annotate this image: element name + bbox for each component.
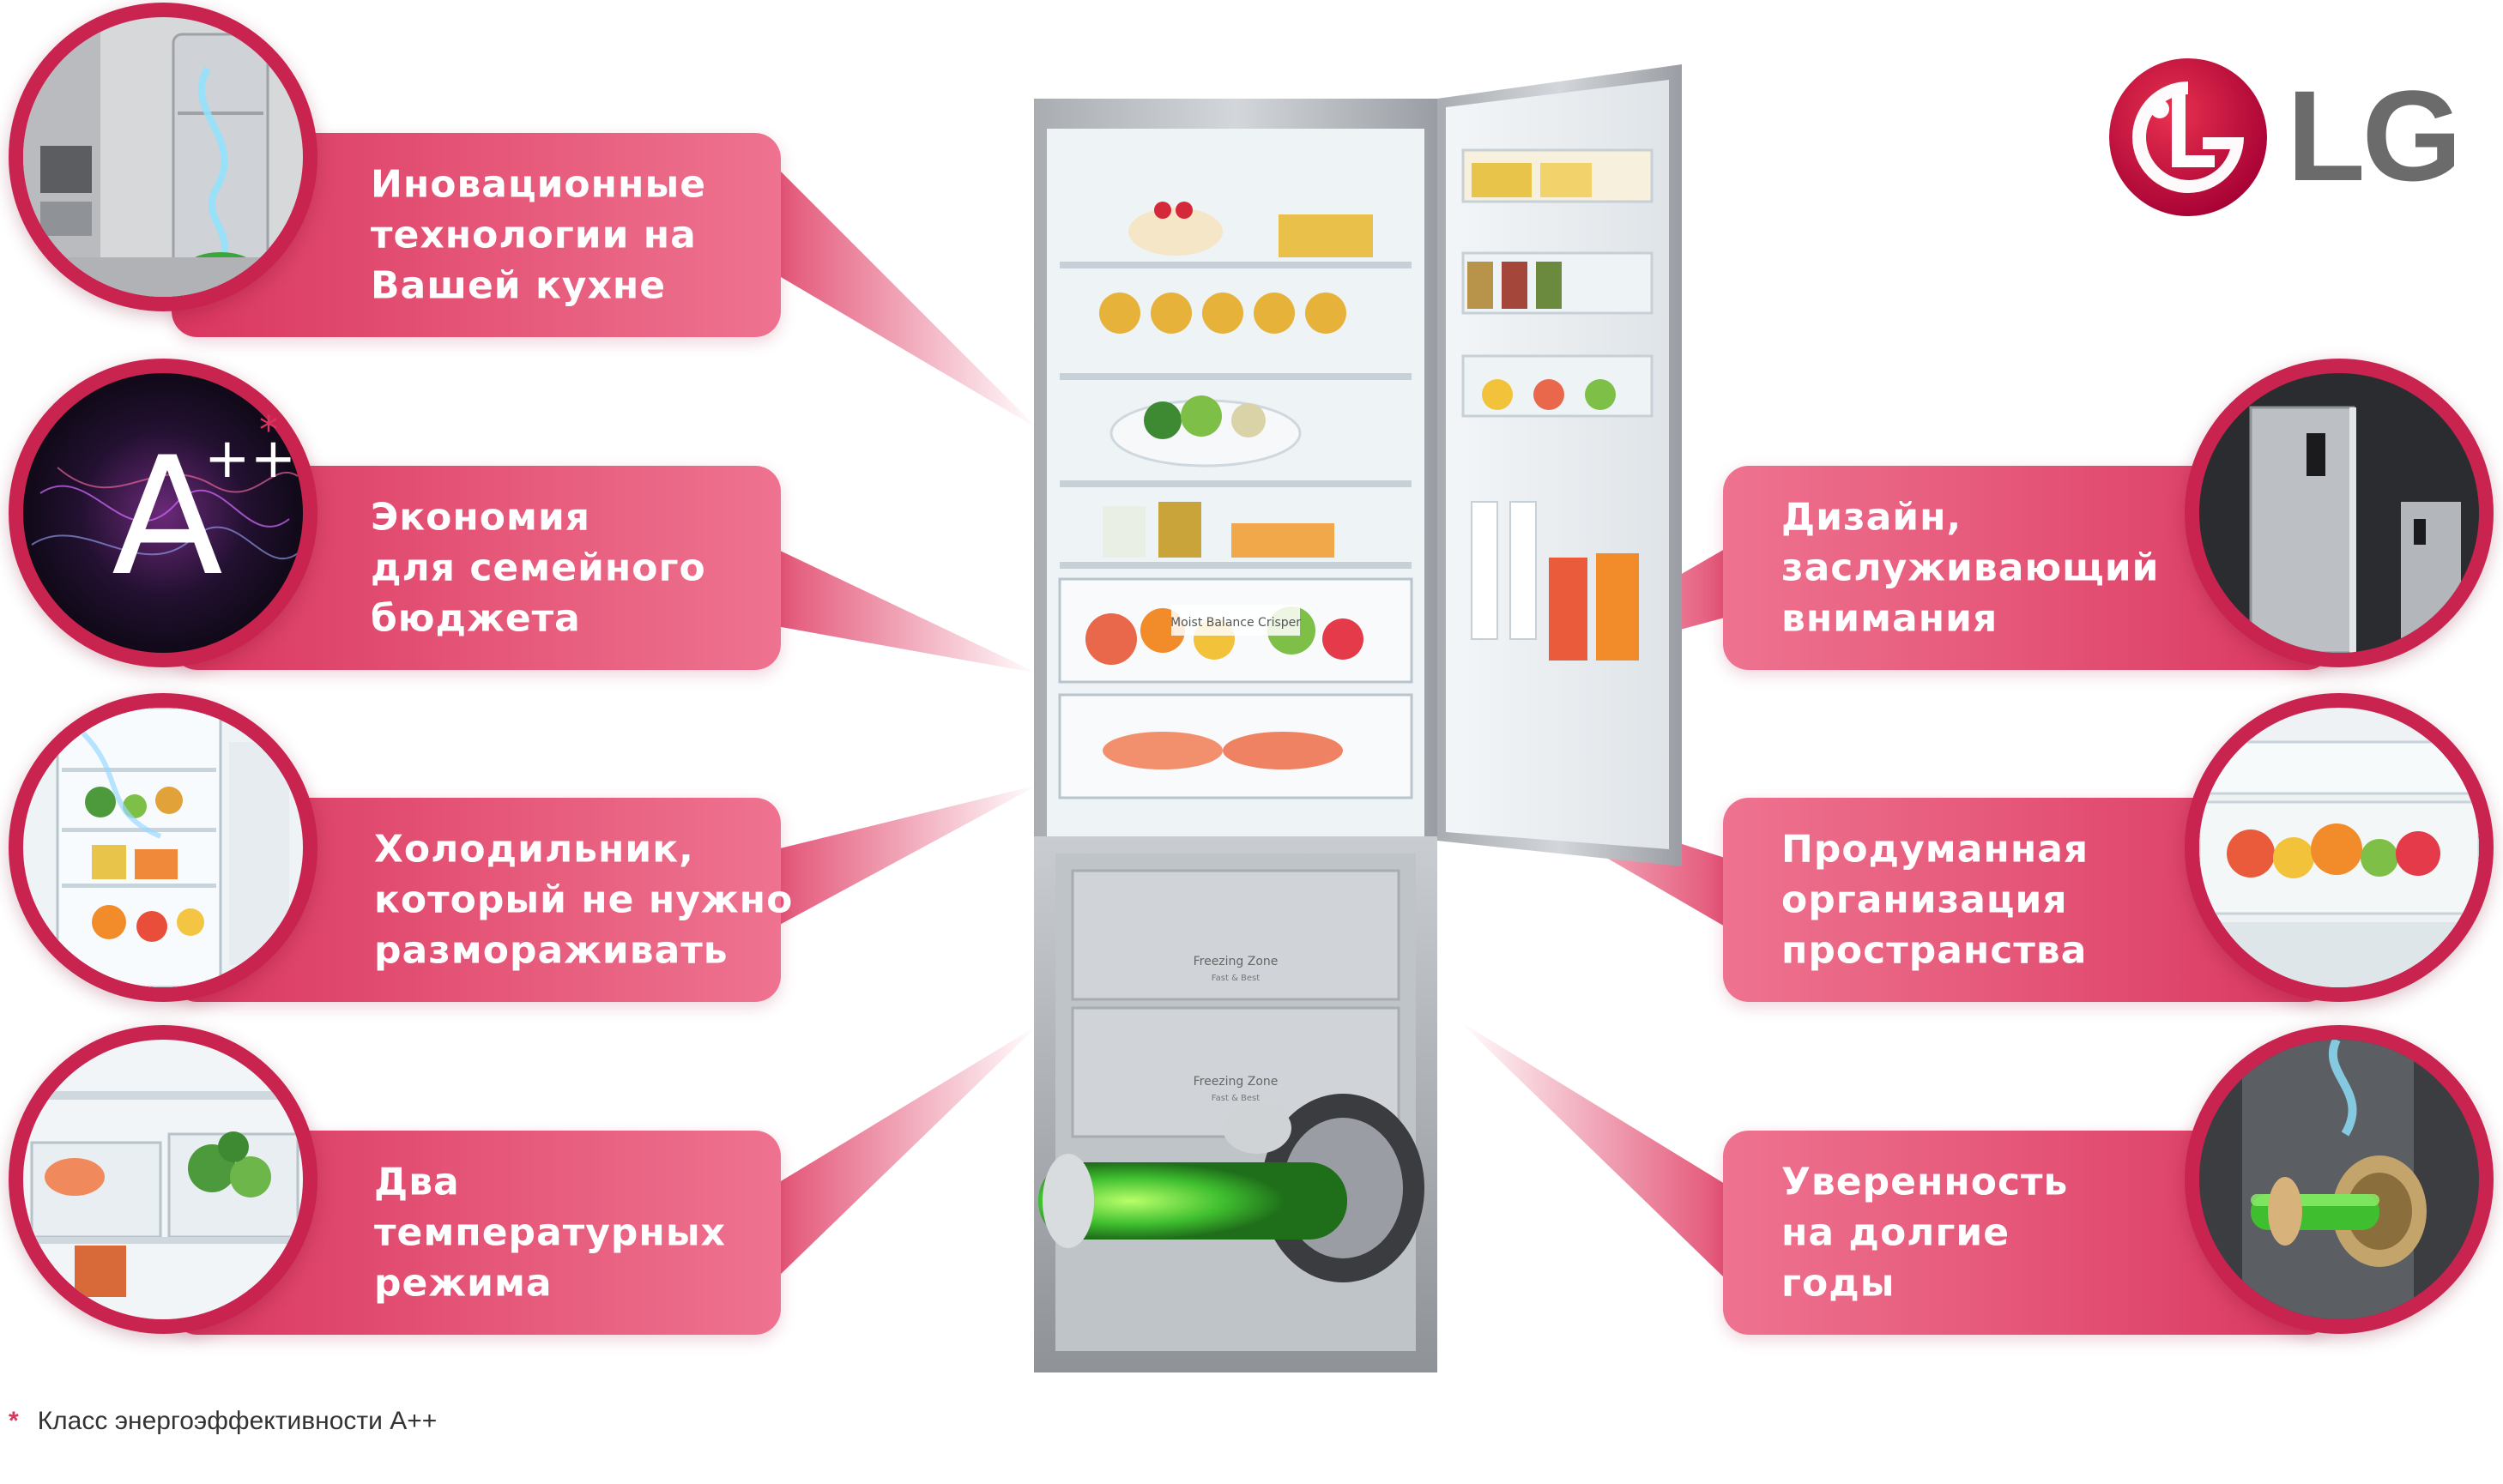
ray-7	[1459, 1021, 1725, 1278]
fridge-illustration: Moist Balance Crisper Freezing Zone Fast…	[1034, 64, 1682, 1471]
feature-line: Уверенность	[1781, 1160, 2069, 1204]
crisper-label: Moist Balance Crisper	[1170, 616, 1301, 630]
feature-line: на долгие	[1781, 1210, 2010, 1255]
freezer-zone-sub: Fast & Best	[1212, 974, 1260, 983]
feature-line: Вашей кухне	[371, 263, 667, 308]
feature-line: размораживать	[374, 928, 729, 973]
energy-class-plus: ++	[204, 427, 297, 491]
feature-line: заслуживающий	[1781, 546, 2160, 590]
energy-class-a-plus-plus-icon: A ++ *	[9, 359, 317, 667]
feature-line: Дизайн,	[1781, 495, 1962, 540]
feature-line: годы	[1781, 1261, 1895, 1306]
lg-logo-text: LG	[2287, 63, 2462, 208]
feature-line: Холодильник,	[374, 827, 694, 872]
feature-line: для семейного	[371, 546, 706, 590]
feature-line: бюджета	[371, 596, 581, 641]
feature-line: внимания	[1781, 596, 1998, 641]
feature-pill-economy: Экономия для семейного бюджета	[172, 466, 781, 670]
fruit-drawer-photo-icon	[2185, 693, 2494, 1002]
feature-line: Два	[374, 1160, 460, 1204]
feature-line: Продуманная	[1781, 827, 2089, 872]
ray-1	[777, 167, 1038, 429]
lg-logo: LG	[2107, 56, 2484, 219]
feature-line: пространства	[1781, 928, 2088, 973]
kitchen-fridge-photo-icon	[9, 3, 317, 311]
feature-line: организация	[1781, 878, 2068, 922]
feature-line: Экономия	[371, 495, 591, 540]
footnote-asterisk: *	[9, 1407, 19, 1435]
feature-line: Иновационные	[371, 162, 707, 207]
energy-class-letter: A	[112, 422, 223, 612]
freezer-zone-label: Freezing Zone	[1194, 1075, 1279, 1089]
steel-fridge-photo-icon	[2185, 359, 2494, 667]
freezer-zone-label: Freezing Zone	[1194, 955, 1279, 968]
feature-line: технологии на	[371, 213, 697, 257]
ray-3	[777, 785, 1038, 926]
footnote-text: Класс энергоэффективности А++	[37, 1407, 438, 1435]
footnote: * Класс энергоэффективности А++	[9, 1407, 437, 1436]
feature-line: который не нужно	[374, 878, 794, 922]
no-frost-interior-photo-icon	[9, 693, 317, 1002]
energy-class-asterisk: *	[259, 408, 278, 452]
vegetable-drawer-photo-icon	[9, 1025, 317, 1334]
ray-4	[777, 1025, 1038, 1278]
inverter-compressor-photo-icon	[2185, 1025, 2494, 1334]
freezer-zone-sub: Fast & Best	[1212, 1094, 1260, 1103]
feature-pill-innovation: Иновационные технологии на Вашей кухне	[172, 133, 781, 337]
feature-line: температурных	[374, 1210, 726, 1255]
lg-logo-mark-icon	[2109, 58, 2267, 216]
feature-line: режима	[374, 1261, 553, 1306]
ray-2	[777, 549, 1038, 673]
